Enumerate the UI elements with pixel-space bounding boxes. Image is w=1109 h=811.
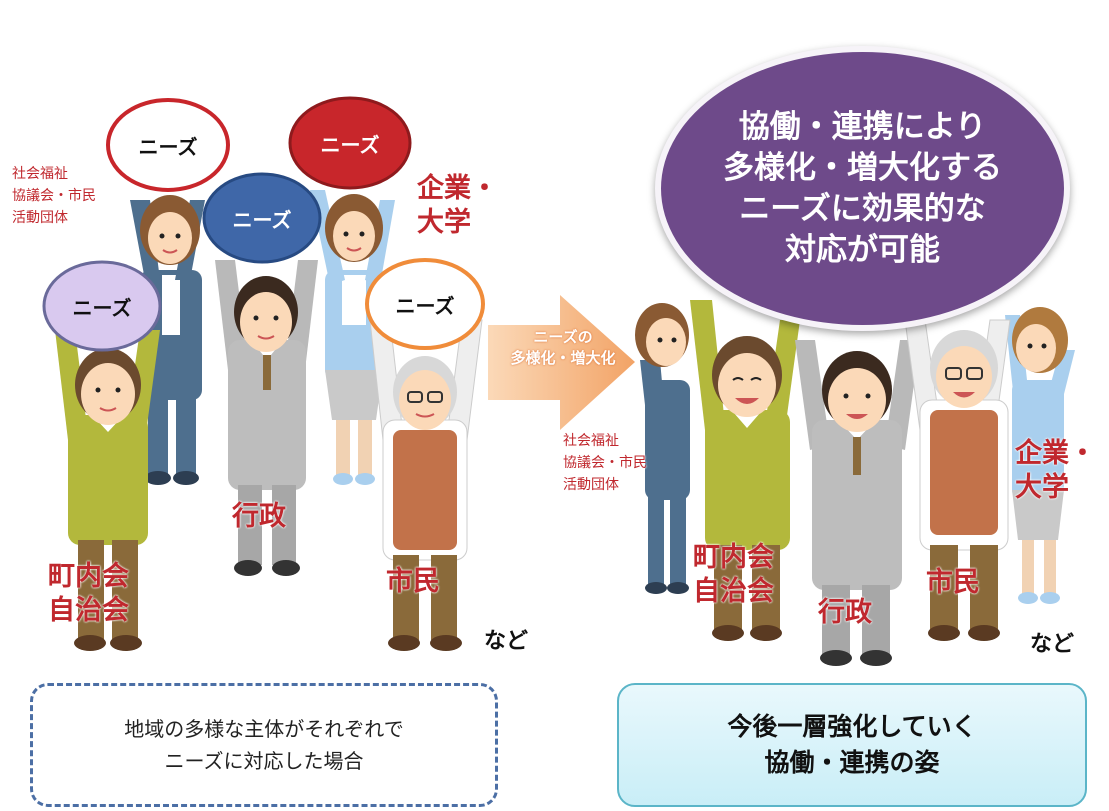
neighborhood-man-left-figure — [55, 330, 160, 651]
caption-left-line2: ニーズに対応した場合 — [164, 749, 364, 773]
caption-box-left: 地域の多様な主体がそれぞれで ニーズに対応した場合 — [30, 683, 498, 807]
citizen-man-left-figure — [369, 319, 483, 651]
needs-label-blue: ニーズ — [232, 207, 292, 232]
needs-label-lavender: ニーズ — [72, 295, 132, 320]
label-chonaikai-right: 町内会 自治会 — [693, 542, 774, 607]
official-left-figure — [215, 260, 318, 576]
arrow-label: ニーズの 多様化・増大化 — [510, 328, 616, 367]
woman-left-figure — [130, 195, 205, 485]
caption-box-right: 今後一層強化していく 協働・連携の姿 — [617, 683, 1087, 807]
label-shimin-right: 市民 — [926, 567, 980, 598]
label-nado-left: など — [484, 629, 529, 654]
needs-bubble-red — [288, 96, 412, 190]
label-shakai-right: 社会福祉 協議会・市民 活動団体 — [563, 433, 647, 493]
caption-right-line2: 協働・連携の姿 — [764, 748, 940, 777]
needs-bubble-white — [106, 98, 230, 192]
label-chonaikai-left: 町内会 自治会 — [48, 561, 129, 626]
label-kigyo-left: 企業・ 大学 — [417, 173, 498, 238]
woman-back-right-figure — [1005, 307, 1075, 604]
official-right-figure — [795, 340, 920, 666]
needs-label-orange: ニーズ — [395, 293, 455, 318]
label-gyosei-left: 行政 — [232, 501, 286, 532]
needs-label-red: ニーズ — [320, 132, 380, 157]
label-nado-right: など — [1030, 632, 1075, 657]
citizen-man-right-figure — [904, 319, 1011, 641]
arrow-shape — [488, 295, 635, 430]
needs-bubble-blue — [202, 172, 322, 264]
label-kigyo-right: 企業・ 大学 — [1015, 438, 1096, 503]
needs-label-white: ニーズ — [138, 134, 198, 159]
collaboration-circle: 協働・連携により 多様化・増大化する ニーズに効果的な 対応が可能 — [655, 46, 1070, 331]
label-shakai-left: 社会福祉 協議会・市民 活動団体 — [12, 166, 96, 226]
neighborhood-man-right-figure — [690, 300, 800, 641]
needs-bubble-orange — [365, 258, 485, 350]
caption-right-line1: 今後一層強化していく — [727, 712, 977, 741]
caption-left-line1: 地域の多様な主体がそれぞれで — [124, 717, 404, 741]
needs-bubble-lavender — [42, 260, 162, 352]
label-gyosei-right: 行政 — [818, 597, 872, 628]
label-shimin-left: 市民 — [386, 566, 440, 597]
woman-back-left-figure — [635, 303, 690, 594]
